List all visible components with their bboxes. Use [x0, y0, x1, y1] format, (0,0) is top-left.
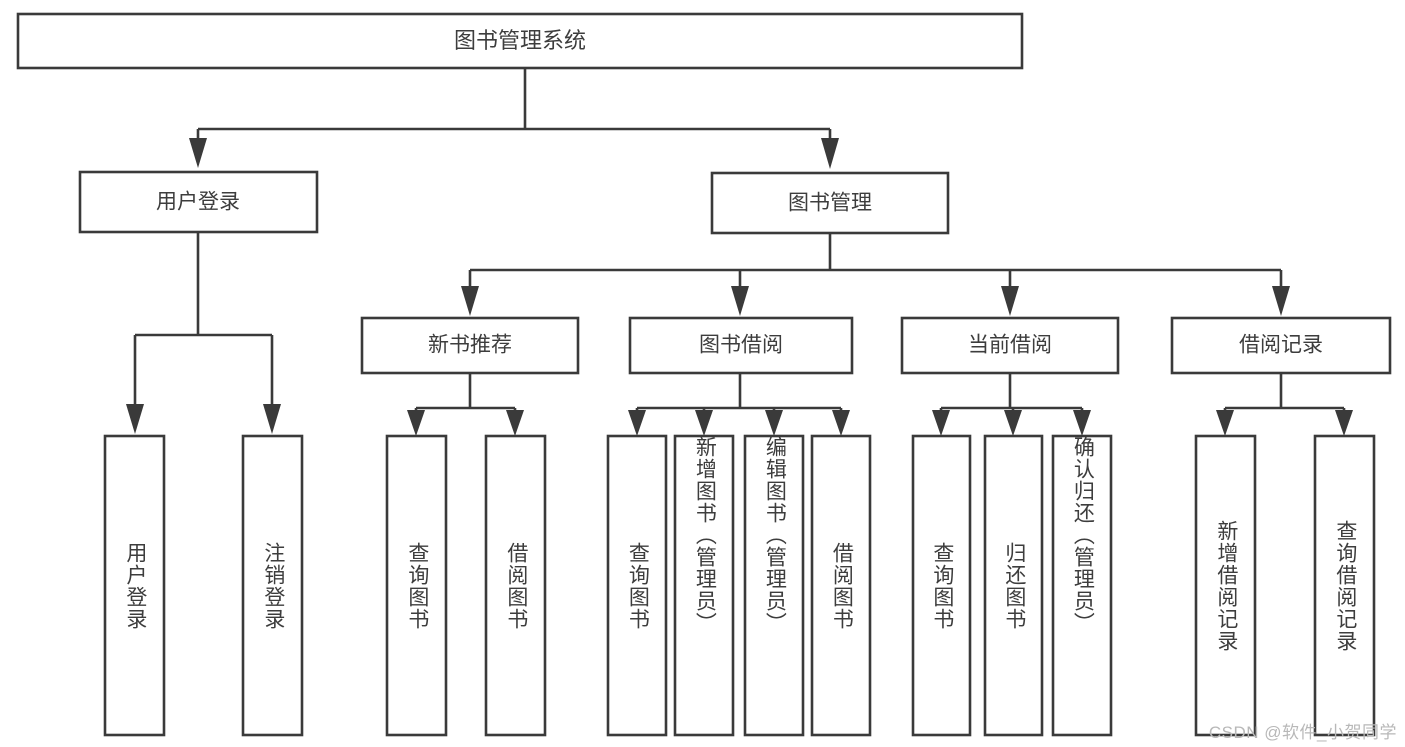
leaf-box-cb-return-book[interactable] — [983, 434, 1044, 737]
leaf-box-logout[interactable] — [241, 434, 304, 737]
arrow-head-leaf-user-login — [126, 404, 144, 434]
connector-group-current-borrow — [932, 373, 1091, 436]
node-book-borrow-label: 图书借阅 — [699, 334, 783, 357]
node-current-borrow-box[interactable] — [900, 316, 1120, 375]
leaf-box-br-add-record[interactable] — [1194, 434, 1257, 737]
arrow-head-cb-confirm-return — [1073, 410, 1091, 436]
leaf-box-bb-add-book[interactable] — [673, 434, 735, 737]
leaf-box-nbr-query-book[interactable] — [385, 434, 448, 737]
arrow-head-leaf-logout — [263, 404, 281, 434]
connector-group-root — [189, 68, 839, 169]
node-borrow-record-box[interactable] — [1170, 316, 1392, 375]
node-book-mgmt-label: 图书管理 — [788, 192, 872, 215]
leaf-box-bb-query-book[interactable] — [606, 434, 668, 737]
arrow-head-book-mgmt — [821, 138, 839, 169]
node-book-mgmt-box[interactable] — [710, 171, 950, 235]
leaf-box-nbr-borrow-book[interactable] — [484, 434, 547, 737]
connector-group-user-login — [126, 232, 281, 434]
node-current-borrow-label: 当前借阅 — [968, 334, 1052, 357]
leaf-box-cb-query-book[interactable] — [911, 434, 972, 737]
arrow-head-bb-edit-book — [765, 410, 783, 436]
node-new-book-recommend-label: 新书推荐 — [428, 334, 512, 357]
arrow-head-bb-add-book — [695, 410, 713, 436]
arrow-head-cb-query-book — [932, 410, 950, 436]
csdn-watermark: CSDN @软件_小贺同学 — [1208, 723, 1397, 742]
arrow-head-cb-return-book — [1004, 410, 1022, 436]
connector-group-book-mgmt — [461, 233, 1290, 316]
arrow-head-user-login — [189, 138, 207, 168]
arrow-head-current-borrow — [1001, 286, 1019, 316]
node-borrow-record-label: 借阅记录 — [1239, 334, 1323, 357]
leaf-box-user-login[interactable] — [103, 434, 166, 737]
node-new-book-recommend-box[interactable] — [360, 316, 580, 375]
arrow-head-bb-query-book — [628, 410, 646, 436]
arrow-head-br-query-record — [1335, 410, 1353, 436]
arrow-head-bb-borrow-book — [832, 410, 850, 436]
arrow-head-nbr-borrow-book — [506, 410, 524, 436]
node-book-borrow-box[interactable] — [628, 316, 854, 375]
leaf-box-cb-confirm-return[interactable] — [1051, 434, 1113, 737]
leaf-box-bb-borrow-book[interactable] — [810, 434, 872, 737]
node-root-label: 图书管理系统 — [454, 28, 586, 53]
arrow-head-nbr-query-book — [407, 410, 425, 436]
leaf-box-br-query-record[interactable] — [1313, 434, 1376, 737]
connector-group-new-book-recommend — [407, 373, 524, 436]
node-user-login-label: 用户登录 — [156, 191, 240, 214]
arrow-head-borrow-record — [1272, 286, 1290, 316]
arrow-head-book-borrow — [731, 286, 749, 316]
connector-group-book-borrow — [628, 373, 850, 436]
connector-group-borrow-record — [1216, 373, 1353, 436]
leaf-box-bb-edit-book[interactable] — [743, 434, 805, 737]
node-root-box[interactable] — [16, 12, 1024, 70]
arrow-head-new-book-recommend — [461, 286, 479, 316]
arrow-head-br-add-record — [1216, 410, 1234, 436]
node-user-login-box[interactable] — [78, 170, 319, 234]
